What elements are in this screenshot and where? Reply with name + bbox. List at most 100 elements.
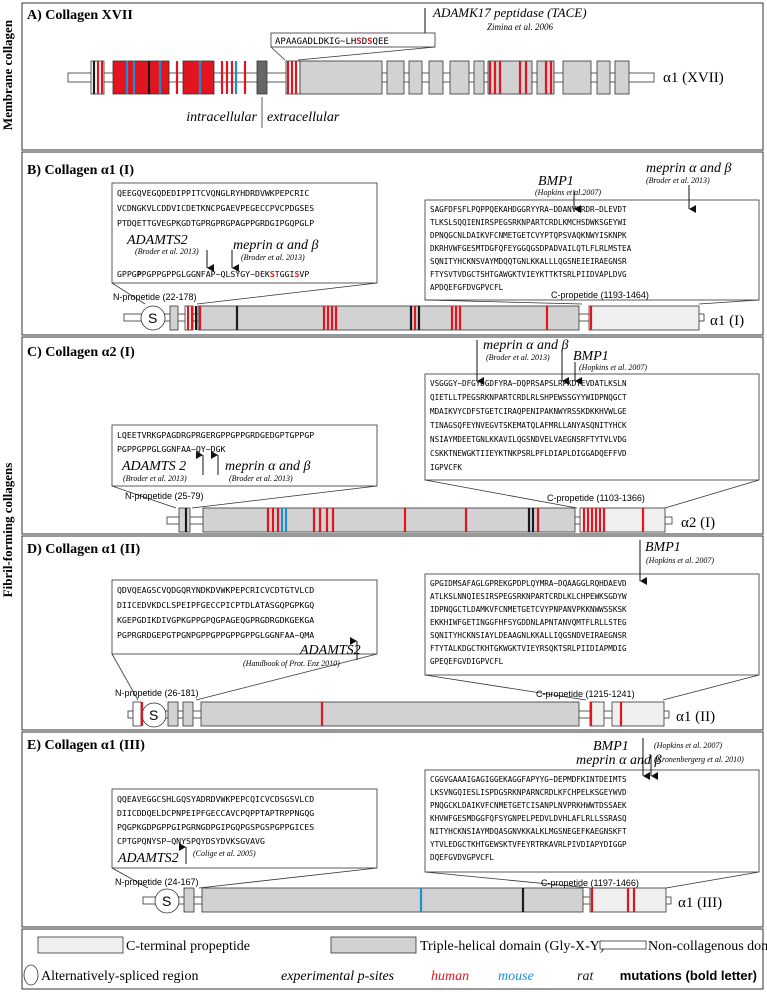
panel-b-c-enzyme1: BMP1: [538, 174, 574, 189]
panel-a-chain-label: α1 (XVII): [663, 70, 724, 86]
panel-a-enzyme: ADAMK17 peptidase (TACE): [432, 5, 587, 20]
seq-line: GPGIDMSAFAGLGPREKGPDPLQYMRA~DQAAGGLRQHDA…: [430, 579, 627, 588]
legend-rat: rat: [577, 969, 594, 984]
panel-b-chain-label: α1 (I): [710, 313, 744, 329]
seq-line: KHVWFGESMDGGFQFSYGNPELPEDVLDVHLAFLRLLSSR…: [430, 814, 627, 823]
panel-a-seq-2: D: [362, 37, 367, 47]
seq-line: IGPVCFK: [430, 463, 462, 472]
panel-c-chain-label: α2 (I): [681, 515, 715, 531]
seq-line: PQGPKGDPGPPGIPGRNGDPGIPGQPGSPGSPGPPGICES: [117, 822, 314, 832]
seq-line: YTVLEDGCTKHTGEWSKTVFEYRTRKAVRLPIVDIAPYDI…: [430, 840, 627, 849]
panel-c-c-seq-box: [424, 373, 760, 481]
legend: C-terminal propeptide Triple-helical dom…: [21, 928, 767, 990]
panel-d-c-seq: GPGIDMSAFAGLGPREKGPDPLQYMRA~DQAAGGLRQHDA…: [430, 579, 627, 666]
panel-d-n-block1: [167, 701, 179, 727]
legend-noncol: Non-collagenous domain: [648, 939, 767, 954]
seq-line: DIICEDVKDCLSPEIPFGECCPICPTDLATASGQPGPKGQ: [117, 600, 314, 610]
panel-e-c-label: C-propetide (1197-1466): [541, 878, 639, 888]
panel-e-alt-s: S: [162, 893, 171, 909]
panel-a-tm-domain: [256, 60, 268, 95]
panel-d-n-ref: (Handbook of Prot. Enz 2010): [243, 659, 340, 668]
panel-b-zoom-n-left: [111, 282, 146, 305]
panel-e-n-seq-box: [111, 788, 378, 869]
panel-b-n-block1: [169, 305, 179, 331]
seq-line: GPEQEFGVDIGPVCFL: [430, 657, 504, 666]
panel-c-c-seq: VSGGGY~DFGYDGDFYRA~DQPRSAPSLRPKDYEVDATLK…: [430, 379, 627, 472]
panel-d-zoom-c-right: [662, 674, 760, 701]
panel-e-c-ref1: (Hopkins et al. 2007): [654, 741, 722, 750]
panel-e-chain-label: α1 (III): [678, 895, 722, 911]
panel-b-zoom-c-left: [424, 299, 583, 305]
panel-c-n-seq-box: [111, 424, 378, 487]
panel-b-c-prop: [588, 305, 700, 331]
panel-a-ecto-nc: [299, 60, 383, 95]
panel-e-n-block: [183, 887, 195, 913]
panel-c-c-prop: [579, 507, 666, 533]
panel-e-c-ref2: (Kronenbergerg et al. 2010): [654, 755, 744, 764]
legend-alt: Alternatively-spliced region: [41, 969, 198, 984]
side-label-membrane: Membrane collagen: [0, 19, 15, 130]
panel-b-frame: [21, 151, 764, 336]
panel-a-title: A) Collagen XVII: [27, 8, 133, 23]
panel-b-n-ref2: (Broder et al. 2013): [241, 253, 305, 262]
seq-line: CGGVGAAAIGAGIGGEKAGGFAPYYG~DEPMDFKINTDEI…: [430, 775, 627, 784]
seq-line: PTDQETTGVEGPKGDTGPRGPRGPAGPPGRDGIPGQPGLP: [117, 218, 314, 228]
panel-c-c-ref2: (Hopkins et al. 2007): [579, 363, 647, 372]
panel-c-n-enzyme2: meprin α and β: [225, 459, 311, 474]
seq-line: DQEFGVDVGPVCFL: [430, 853, 494, 862]
seq-mut: P: [137, 269, 142, 279]
panel-e-n-seq: QQEAVEGGCSHLGQSYADRDVWKPEPCQICVCDSGSVLCD…: [117, 794, 314, 846]
legend-exp: experimental p-sites: [281, 969, 395, 984]
panel-d-c-seq-box: [424, 573, 760, 676]
panel-e-c-enzyme1: BMP1: [593, 739, 629, 754]
panel-e-frame: [21, 731, 764, 928]
panel-a-zoom-right: [297, 46, 436, 61]
seq-part: PGPPGPPGLGGNFAP~QLSYGY~DEK: [142, 269, 270, 279]
panel-a-intra-red2: [182, 60, 215, 95]
seq-line: TLKSLSQQIENIRSPEGSRKNPARTCRDLKMCHSDWKSGE…: [430, 218, 627, 227]
panel-e-zoom-n-left: [111, 867, 149, 889]
panel-c-title: C) Collagen α2 (I): [27, 345, 135, 360]
legend-alt-swatch: [23, 964, 39, 986]
panel-c-n-ref1: (Broder et al. 2013): [123, 474, 187, 483]
seq-line: NSIAYMDEETGNLKKAVILQGSNDVELVAEGNSRFTYTVL…: [430, 435, 627, 444]
panel-c-c-enzyme1: meprin α and β: [483, 338, 569, 353]
seq-line: DPNQGCNLDAIKVFCNMETGETCVYPTQPSVAQKNWYISK…: [430, 231, 627, 240]
panel-e-c-seq-box: [424, 769, 760, 873]
panel-e-zoom-c-right: [665, 871, 760, 889]
seq-line: KGEPGDIKDIVGPKGPPGPQGPAGEQGPRGDRGDKGEKGA: [117, 615, 314, 625]
seq-line: QQEAVEGGCSHLGQSYADRDVWKPEPCQICVCDSGSVLCD: [117, 794, 314, 804]
panel-a-intracellular: intracellular: [186, 110, 257, 125]
panel-d-chain-label: α1 (II): [676, 709, 715, 725]
seq-line: QIETLLTPEGSRKNPARTCRDLRLSHPEWSSGYYWIDPNQ…: [430, 393, 627, 402]
panel-d-n-block0: [132, 701, 142, 727]
panel-b-n-label: N-propetide (22-178): [113, 292, 197, 302]
panel-e-c-seq: CGGVGAAAIGAGIGGEKAGGFAPYYG~DEPMDFKINTDEI…: [430, 775, 627, 862]
legend-c-terminal: C-terminal propeptide: [126, 939, 250, 954]
seq-line: LQEETVRKGPAGDRGPRGERGPPGPPGRDGEDGPTGPPGP: [117, 430, 314, 440]
panel-a-col-10: [614, 60, 630, 95]
panel-e-zoom-n-right: [198, 867, 378, 889]
seq-line: EKKHIWFGETINGGFHFSYGDDNLAPNTANVQMTFLRLLS…: [430, 618, 627, 627]
panel-c-sites: [184, 508, 645, 532]
panel-b-c-seq-box: [424, 199, 760, 301]
panel-d-alt-s: S: [149, 707, 158, 723]
seq-line: SQNITYHCKNSIAYLDEAAGNLKKALLIQGSNDVEIRAEG…: [430, 631, 627, 640]
panel-d-n-seq-box: [111, 579, 378, 655]
panel-a-col-8: [562, 60, 592, 95]
panel-e-zoom-c-left: [424, 871, 591, 889]
panel-d: D) Collagen α1 (II) QDVQEAGSCVQDGQRYNDKD…: [21, 535, 764, 731]
seq-part: GPPG: [117, 269, 137, 279]
panel-b-triple: [197, 305, 580, 331]
panel-b-n-seq: QEEGQVEGQDEDIPPITCVQNGLRYHDRDVWKPEPCRIC …: [117, 188, 314, 279]
panel-d-n-seq: QDVQEAGSCVQDGQRYNDKDVWKPEPCRICVCDTGTVLCD…: [117, 585, 314, 640]
side-label-fibril: Fibril-forming collagens: [0, 463, 15, 598]
seq-line: LKSVNGQIESLISPDGSRKNPARNCRDLKFCHPELKSGEY…: [430, 788, 627, 797]
seq-line: PNQGCKLDAIKVFCNMETGETCISANPLNVPRKHWWTDSS…: [430, 801, 627, 810]
panel-c-n-block: [178, 507, 191, 533]
panel-d-c-ref: (Hopkins et al. 2007): [646, 556, 714, 565]
panel-a-sites: [92, 61, 553, 94]
seq-line-last: GPPGPPGPPGPPGLGGNFAP~QLSYGY~DEKSTGGISVP: [117, 269, 309, 279]
seq-line: DKRHVWFGESMTDGFQFEYGGQGSDPADVAILQTLFLRLM…: [430, 244, 632, 253]
